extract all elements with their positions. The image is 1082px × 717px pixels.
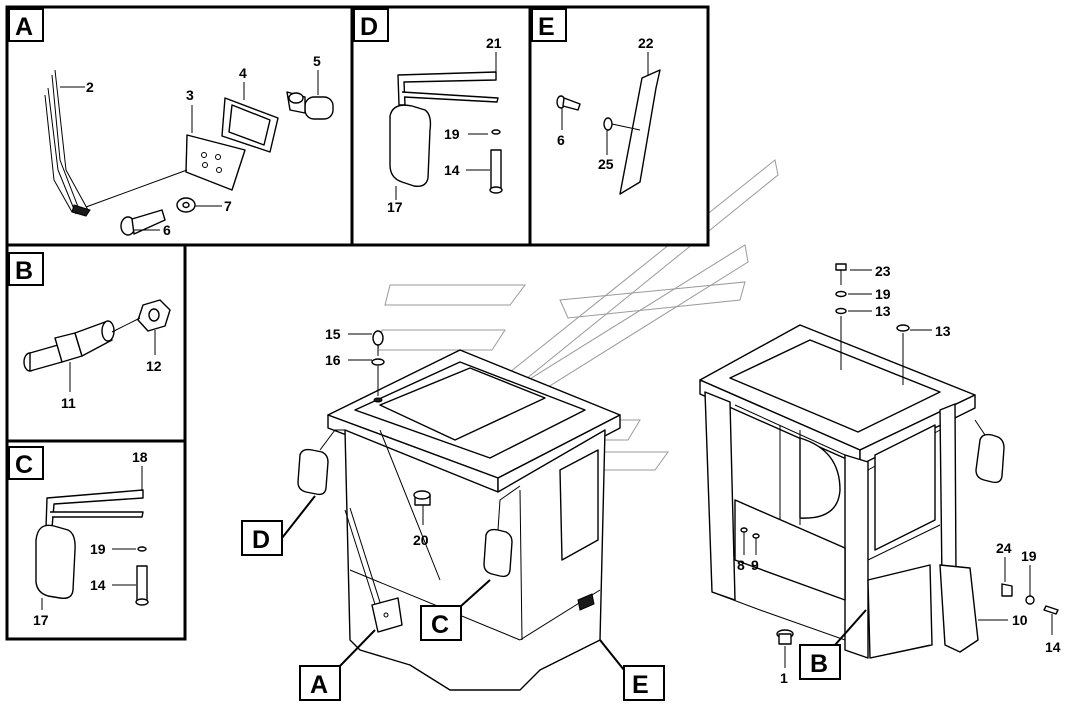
bracket-plate-part	[185, 134, 246, 191]
callout-e-25: 25	[598, 156, 614, 172]
callout-main-19b: 19	[1021, 548, 1037, 564]
stud-part	[23, 320, 115, 372]
bolt-part	[556, 95, 581, 111]
svg-text:A: A	[310, 671, 328, 699]
nut-part	[603, 117, 613, 131]
wiper-motor-part	[286, 91, 334, 120]
callout-main-8: 8	[737, 557, 745, 573]
callout-b-12: 12	[146, 358, 162, 374]
washer-part	[491, 129, 501, 135]
callout-d-19: 19	[444, 126, 460, 142]
callout-d-14: 14	[444, 162, 460, 178]
panel-c-letter: C	[15, 451, 33, 479]
pin-part	[490, 149, 502, 189]
panel-c: C 18 19 14 17	[5, 439, 187, 641]
panel-d-label-box	[353, 8, 389, 42]
callout-a-6: 6	[163, 222, 171, 238]
panel-a-label-box	[8, 8, 44, 42]
callout-a-4: 4	[239, 65, 247, 81]
panel-e-letter: E	[538, 13, 555, 41]
panel-a: A	[5, 5, 354, 247]
cab-rear-view: 23 19 13 13 8 9 24 19 10 14 1	[699, 263, 1061, 686]
svg-text:D: D	[252, 526, 270, 554]
callout-main-23: 23	[875, 263, 891, 279]
callout-a-3: 3	[186, 87, 194, 103]
cab-front-view: 15 16 20	[297, 326, 621, 691]
callout-c-17: 17	[33, 612, 49, 628]
callout-c-14: 14	[90, 577, 106, 593]
panel-d: D 21 19 14 17	[350, 5, 532, 247]
pointer-b: B	[799, 609, 867, 680]
callout-c-19: 19	[90, 541, 106, 557]
panel-b-label-box	[8, 252, 44, 286]
callout-c-18: 18	[132, 449, 148, 465]
callout-main-9: 9	[751, 557, 759, 573]
callout-a-5: 5	[313, 53, 321, 69]
callout-e-6: 6	[557, 132, 565, 148]
callout-main-1: 1	[780, 670, 788, 686]
callout-e-22: 22	[638, 35, 654, 51]
callout-main-20: 20	[413, 532, 429, 548]
pin-part	[136, 565, 148, 601]
callout-main-10: 10	[1012, 612, 1028, 628]
callout-a-7: 7	[224, 198, 232, 214]
callout-main-16: 16	[325, 352, 341, 368]
mirror-part	[35, 489, 144, 600]
mud-flap-part	[619, 69, 661, 195]
callout-main-13a: 13	[875, 303, 891, 319]
callout-main-24: 24	[996, 540, 1012, 556]
callout-main-14: 14	[1045, 639, 1061, 655]
panel-e-label-box	[531, 8, 567, 42]
svg-text:B: B	[810, 650, 828, 678]
callout-main-15: 15	[325, 326, 341, 342]
callout-d-21: 21	[486, 35, 502, 51]
washer-part	[137, 546, 147, 552]
mirror-part	[389, 71, 499, 188]
svg-text:C: C	[431, 611, 449, 639]
panel-e: E 22 6 25	[528, 5, 710, 247]
pointer-a: A	[299, 629, 376, 701]
pointer-d: D	[241, 495, 316, 556]
callout-main-19a: 19	[875, 286, 891, 302]
callout-a-2: 2	[86, 79, 94, 95]
bolt-part	[120, 209, 166, 236]
panel-a-letter: A	[15, 13, 33, 41]
callout-main-13b: 13	[935, 323, 951, 339]
panel-b: B 11 12	[5, 243, 187, 443]
pointer-e: E	[599, 639, 665, 701]
callout-b-11: 11	[61, 395, 76, 411]
callout-d-17: 17	[387, 199, 403, 215]
nut-part	[137, 299, 171, 332]
wiper-arm-part	[44, 69, 91, 217]
svg-text:E: E	[632, 671, 649, 699]
panel-b-letter: B	[15, 257, 33, 285]
panel-c-label-box	[8, 446, 44, 480]
pointer-c: C	[420, 579, 491, 641]
panel-d-letter: D	[360, 13, 378, 41]
